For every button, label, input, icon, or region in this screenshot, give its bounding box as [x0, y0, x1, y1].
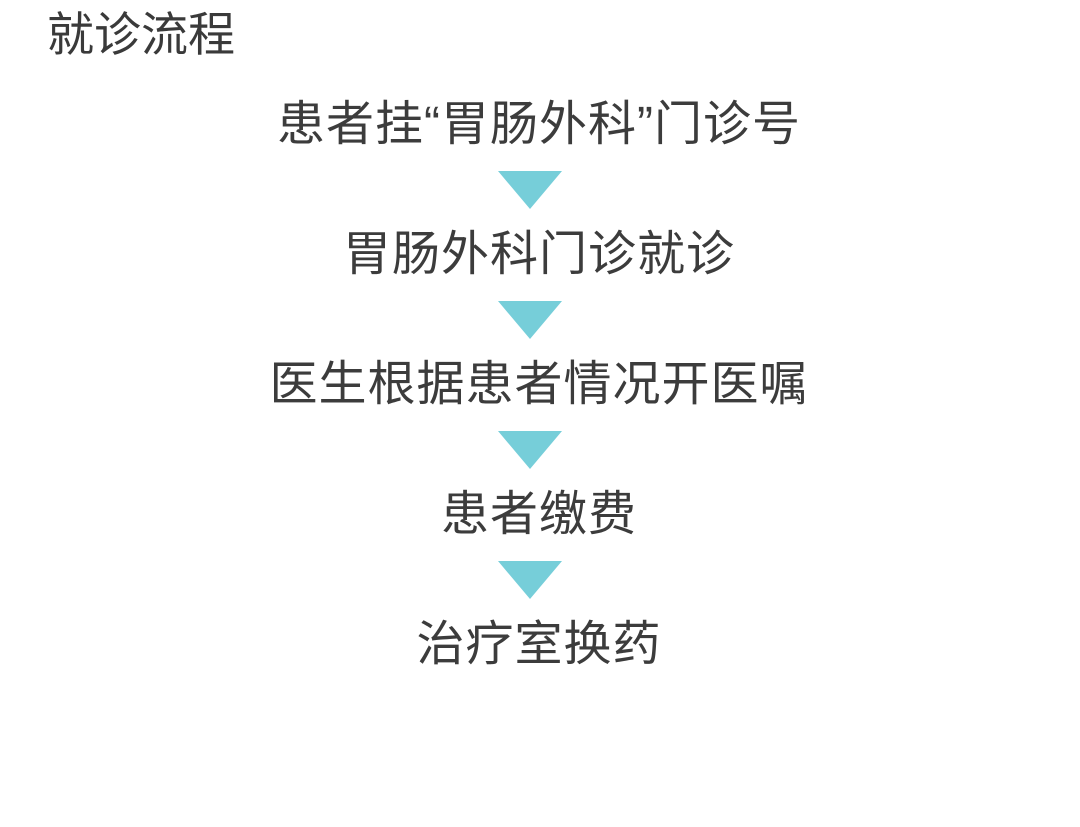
flow-step-label: 医生根据患者情况开医嘱 — [269, 358, 809, 411]
flow-connector-4 — [0, 548, 1080, 612]
triangle-down-icon — [498, 561, 562, 599]
flow-connector-3 — [0, 418, 1080, 482]
flow-step-2: 胃肠外科门诊就诊 — [0, 222, 1080, 288]
flow-connector-2 — [0, 288, 1080, 352]
flow-step-label: 治疗室换药 — [416, 618, 662, 671]
page-title: 就诊流程 — [47, 8, 235, 61]
flow-step-4: 患者缴费 — [0, 482, 1080, 548]
flow-step-3: 医生根据患者情况开医嘱 — [0, 352, 1080, 418]
process-flow-diagram: 患者挂“胃肠外科”门诊号 胃肠外科门诊就诊 医生根据患者情况开医嘱 患者缴费 治… — [0, 92, 1080, 678]
flow-step-label: 胃肠外科门诊就诊 — [342, 228, 735, 281]
flow-step-label: 患者缴费 — [440, 488, 637, 541]
triangle-down-icon — [498, 431, 562, 469]
flow-step-1: 患者挂“胃肠外科”门诊号 — [0, 92, 1080, 158]
flow-step-5: 治疗室换药 — [0, 612, 1080, 678]
triangle-down-icon — [498, 301, 562, 339]
flow-connector-1 — [0, 158, 1080, 222]
flow-step-label: 患者挂“胃肠外科”门诊号 — [277, 98, 801, 151]
triangle-down-icon — [498, 171, 562, 209]
